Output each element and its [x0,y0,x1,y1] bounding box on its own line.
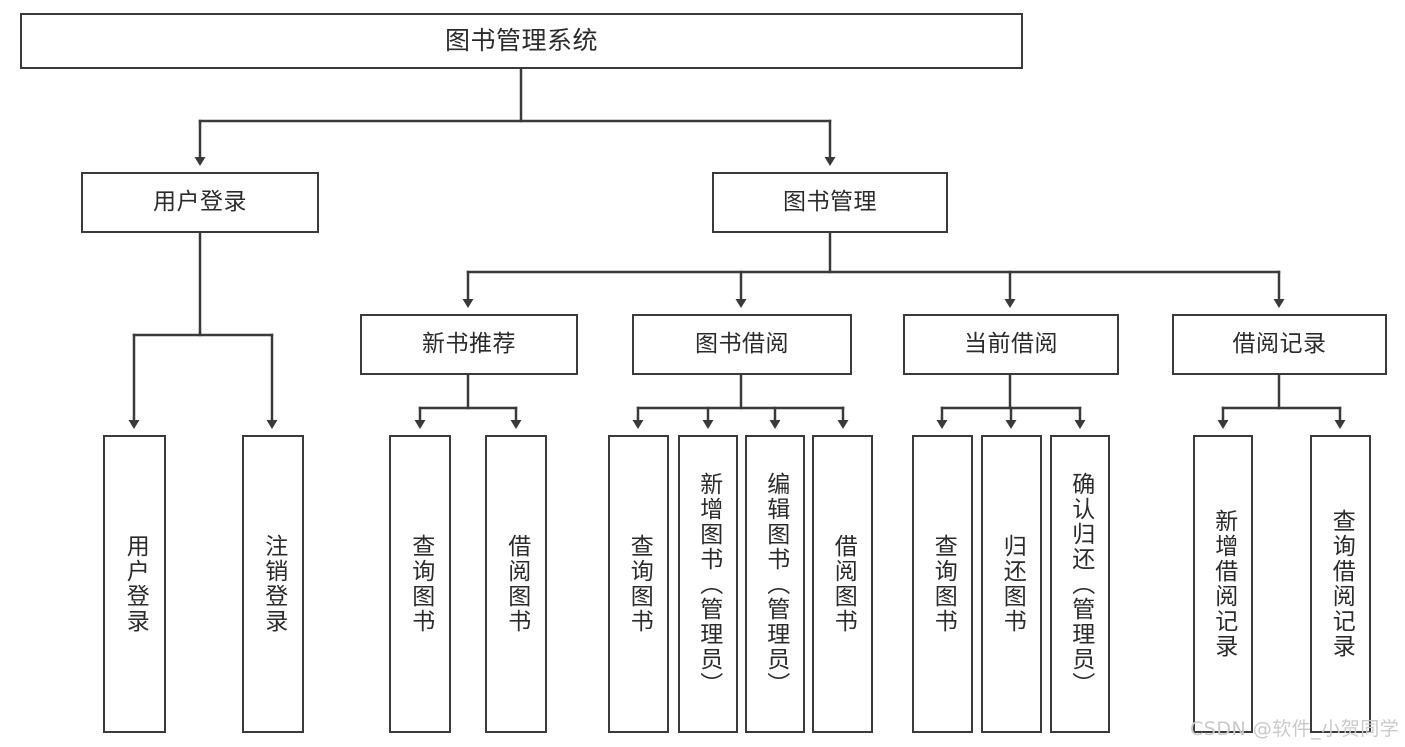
node-leaf-query-borrow-record[interactable]: 查询借阅记录 [1310,435,1371,733]
node-leaf-user-login[interactable]: 用户登录 [103,435,166,733]
node-label: 用户登录 [122,534,149,634]
node-label: 用户登录 [153,188,247,215]
node-label: 借阅记录 [1232,330,1327,357]
node-label: 新书推荐 [422,330,516,357]
node-leaf-add-book[interactable]: 新增图书（管理员） [678,435,738,733]
node-leaf-confirm-return[interactable]: 确认归还（管理员） [1050,435,1110,733]
node-leaf-add-borrow-record[interactable]: 新增借阅记录 [1193,435,1253,733]
node-user-login[interactable]: 用户登录 [81,172,319,233]
node-label: 查询图书 [626,534,653,634]
node-leaf-return-book[interactable]: 归还图书 [981,435,1042,733]
node-leaf-query-book-1[interactable]: 查询图书 [389,435,451,733]
node-label: 当前借阅 [964,330,1058,357]
node-label: 查询图书 [407,534,434,634]
node-label: 新增图书（管理员） [695,471,722,697]
node-borrow-record[interactable]: 借阅记录 [1172,314,1387,375]
node-label: 图书管理系统 [444,26,598,55]
node-label: 借阅图书 [503,534,530,634]
node-label: 编辑图书（管理员） [762,471,789,697]
node-label: 借阅图书 [830,534,857,634]
node-label: 图书借阅 [695,330,789,357]
node-leaf-query-book-2[interactable]: 查询图书 [608,435,669,733]
node-leaf-borrow-book-1[interactable]: 借阅图书 [485,435,547,733]
node-current-borrow[interactable]: 当前借阅 [903,314,1119,375]
node-label: 查询借阅记录 [1328,509,1355,659]
node-leaf-borrow-book-2[interactable]: 借阅图书 [812,435,873,733]
node-label: 图书管理 [783,188,877,215]
node-label: 新增借阅记录 [1210,509,1237,659]
node-new-book-recommend[interactable]: 新书推荐 [360,314,578,375]
node-label: 归还图书 [999,534,1026,634]
node-book-management[interactable]: 图书管理 [712,172,948,233]
node-label: 确认归还（管理员） [1067,471,1094,697]
node-label: 注销登录 [260,534,287,634]
node-label: 查询图书 [930,534,957,634]
node-leaf-edit-book[interactable]: 编辑图书（管理员） [745,435,805,733]
node-book-management-system[interactable]: 图书管理系统 [20,13,1023,69]
node-leaf-query-book-3[interactable]: 查询图书 [912,435,973,733]
node-leaf-logout[interactable]: 注销登录 [242,435,304,733]
node-book-borrow[interactable]: 图书借阅 [632,314,852,375]
